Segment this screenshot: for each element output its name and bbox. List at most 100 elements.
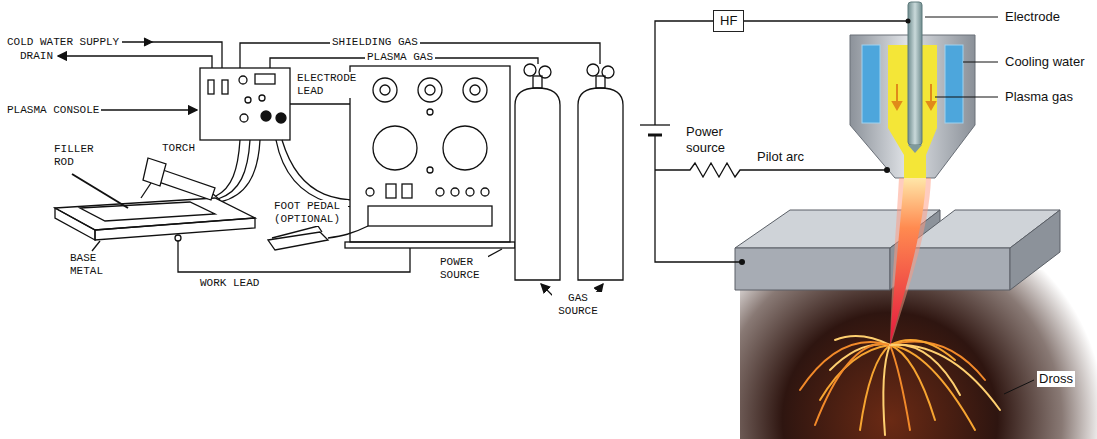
line-art-path xyxy=(890,345,960,395)
line-art-circle xyxy=(481,188,489,196)
line-art-path xyxy=(927,102,935,109)
line-art-rect xyxy=(345,242,515,248)
line-art-path xyxy=(890,178,926,345)
line-art-rect xyxy=(222,80,228,94)
line-art-circle xyxy=(739,259,745,265)
line-art-circle xyxy=(175,235,181,241)
part-label: Pilot arc xyxy=(755,149,806,165)
line-art-circle xyxy=(443,126,487,170)
line-art-circle xyxy=(380,85,390,95)
line-art-circle xyxy=(245,97,251,103)
line-art-rect xyxy=(533,76,542,88)
line-art-path xyxy=(963,62,998,63)
line-art-circle xyxy=(470,85,480,95)
part-label: Cooling water xyxy=(1003,54,1087,70)
line-art-g xyxy=(800,336,1000,435)
line-art-path xyxy=(655,163,886,177)
line-art-path xyxy=(80,202,215,221)
line-art-path xyxy=(122,42,222,68)
line-art-circle xyxy=(466,188,474,196)
line-art-rect xyxy=(255,74,275,84)
line-art-rect xyxy=(208,80,214,94)
part-label: Electrode xyxy=(1003,9,1062,25)
line-art-path xyxy=(893,102,901,109)
part-label: GAS SOURCE xyxy=(552,292,604,318)
part-label: SHIELDING GAS xyxy=(330,36,420,49)
line-art-path xyxy=(640,124,670,125)
line-art-g xyxy=(925,17,998,97)
line-art-rect xyxy=(200,68,290,140)
line-art-path xyxy=(890,178,931,347)
part-label: DRAIN xyxy=(18,50,55,63)
line-art-circle xyxy=(239,76,247,84)
line-art-circle xyxy=(524,64,536,76)
line-art-circle xyxy=(425,85,435,95)
part-label: BASE METAL xyxy=(68,252,112,278)
line-art-path xyxy=(730,20,908,21)
line-art-g xyxy=(55,38,623,298)
line-art-path xyxy=(213,194,220,200)
part-label: FOOT PEDAL (OPTIONAL) xyxy=(272,200,348,226)
line-art-circle xyxy=(373,126,417,170)
line-art-circle xyxy=(436,188,444,196)
line-art-path xyxy=(578,88,623,280)
line-art-path xyxy=(328,226,368,238)
line-art-path xyxy=(92,241,100,251)
line-art-path xyxy=(159,170,215,200)
line-art-circle xyxy=(906,19,911,24)
line-art-path xyxy=(890,345,975,430)
line-art-path xyxy=(925,17,998,18)
line-art-path xyxy=(890,345,1000,410)
line-art-circle xyxy=(373,78,397,102)
line-art-rect xyxy=(402,184,412,198)
part-label: POWER SOURCE xyxy=(438,256,488,282)
line-art-circle xyxy=(463,78,487,102)
line-art-rect xyxy=(596,76,605,88)
line-art-circle xyxy=(884,167,890,173)
part-label: TORCH xyxy=(160,142,197,155)
line-art-path xyxy=(935,97,998,98)
line-art-path xyxy=(144,38,152,46)
line-art-path xyxy=(218,140,250,199)
line-art-path xyxy=(58,56,212,68)
line-art-rect xyxy=(368,206,492,226)
line-art-rect xyxy=(386,184,396,198)
line-art-rect xyxy=(740,270,1097,439)
line-art-path xyxy=(100,109,197,110)
line-art-g xyxy=(640,21,908,262)
line-art-path xyxy=(655,21,713,125)
line-art-circle xyxy=(276,113,286,123)
line-art-circle xyxy=(240,114,248,122)
line-art-path xyxy=(72,174,128,208)
part-label: FILLER ROD xyxy=(52,143,102,169)
line-art-path xyxy=(1010,210,1060,290)
line-art-circle xyxy=(451,188,459,196)
part-label: Plasma gas xyxy=(1003,89,1075,105)
part-label: ELECTRODE LEAD xyxy=(295,72,361,98)
line-art-path xyxy=(141,183,151,198)
line-art-circle xyxy=(539,66,551,78)
line-art-path xyxy=(95,218,255,240)
line-art-circle xyxy=(587,64,599,76)
line-art-circle xyxy=(427,109,433,115)
line-art-rect xyxy=(350,66,510,242)
line-art-path xyxy=(883,345,890,435)
line-art-path xyxy=(240,43,600,68)
line-art-circle xyxy=(427,167,433,173)
line-art-path xyxy=(272,226,322,238)
part-label: PLASMA GAS xyxy=(365,51,435,64)
line-art-circle xyxy=(261,111,271,121)
part-label: WORK LEAD xyxy=(198,277,261,290)
part-label: COLD WATER SUPPLY xyxy=(5,36,121,49)
line-art-circle xyxy=(259,95,265,101)
line-art-g xyxy=(893,84,935,109)
line-art-rect xyxy=(908,2,922,145)
line-art-path xyxy=(220,140,260,202)
line-art-path xyxy=(735,248,890,290)
line-art-rect xyxy=(945,45,963,123)
device-box: HF xyxy=(713,10,744,32)
line-art-path xyxy=(515,88,560,280)
part-label: Power source xyxy=(684,124,738,156)
